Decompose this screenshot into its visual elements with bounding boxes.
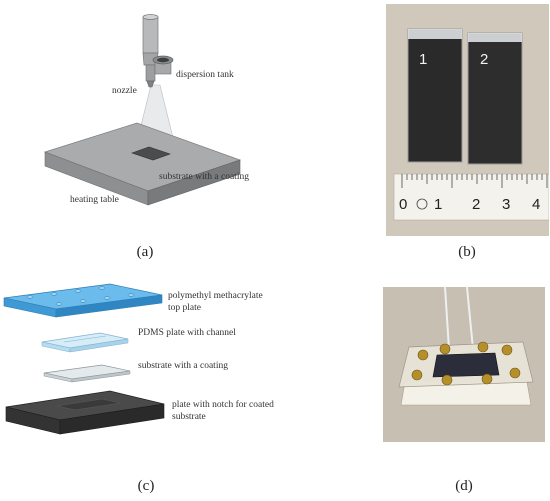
label-nozzle: nozzle [112,86,137,96]
label-pmma-line1: polymethyl methacrylate [168,291,263,301]
sample-slide-1 [407,28,463,163]
panel-d-device-photo [383,287,545,442]
ruler-number-3: 3 [502,196,510,213]
panel-a-spray-diagram: dispersion tank nozzle substrate with a … [43,14,249,206]
label-substrate: substrate with a coating [159,172,249,182]
substrate-coating [131,146,171,161]
pmma-holes [26,286,135,306]
ruler-hole-icon [416,198,428,210]
caption-b: (b) [458,244,476,260]
ruler-number-1: 1 [434,196,442,213]
nozzle-body [142,16,159,54]
label-pmma-line2: top plate [168,303,201,313]
sample-label-2: 2 [480,51,488,68]
sample-slide-2 [467,32,523,165]
caption-c: (c) [137,478,155,494]
device-substrate [432,352,500,378]
label-dispersion-tank: dispersion tank [176,70,234,80]
ruler-number-2: 2 [472,196,480,213]
ruler [393,173,549,221]
ruler-ticks [401,174,548,188]
label-notch-line1: plate with notch for coated [172,399,274,410]
label-notch-line2: substrate [172,412,206,422]
label-substrate-c: substrate with a coating [138,361,228,371]
label-pdms: PDMS plate with channel [138,328,236,338]
panel-c-exploded-view: polymethyl methacrylate top plate PDMS p… [3,283,274,435]
heating-table-side [147,159,241,206]
caption-d: (d) [455,478,473,494]
panel-b-sample-photo: 1 2 0 1 2 3 4 [386,4,549,236]
screws [411,341,521,386]
label-heating-table: heating table [70,195,119,205]
caption-a: (a) [136,244,154,260]
ruler-number-4: 4 [532,196,540,213]
ruler-number-0: 0 [399,196,407,213]
sample-label-1: 1 [419,51,427,68]
